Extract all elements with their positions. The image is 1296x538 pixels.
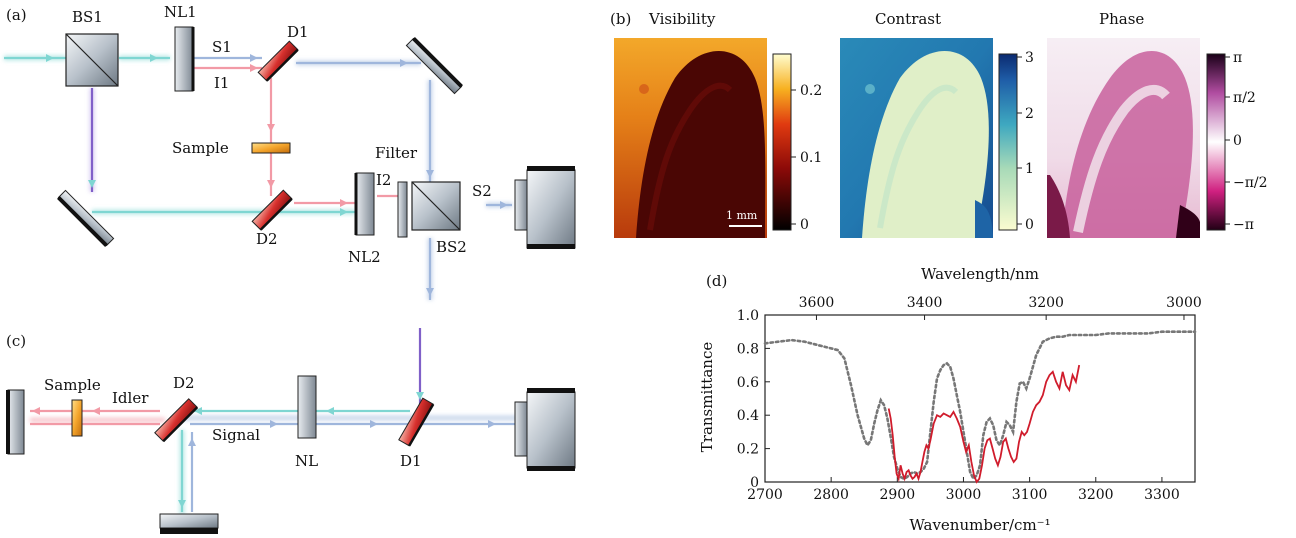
idler-label-c: Idler <box>112 389 149 407</box>
plot-frame <box>764 314 1196 483</box>
x-tick-label: 2700 <box>747 487 783 503</box>
bs1-label: BS1 <box>72 8 103 26</box>
pha-tick-1: π/2 <box>1233 90 1256 106</box>
sample-label-c: Sample <box>44 376 101 394</box>
y-tick-label: 0.6 <box>737 375 759 391</box>
nl-label-c: NL <box>295 452 318 470</box>
pha-tick-3: −π/2 <box>1233 175 1268 191</box>
con-tick-3: 0 <box>1025 217 1034 233</box>
panel-a: (a) <box>4 3 576 300</box>
dichroic-d2-c <box>154 398 199 443</box>
y-tick-label: 0 <box>750 475 759 491</box>
sample-label-a: Sample <box>172 139 229 157</box>
d2-label-a: D2 <box>256 230 278 248</box>
crystal-nl-c <box>297 375 317 439</box>
con-tick-2: 1 <box>1025 161 1034 177</box>
dichroic-d1-c <box>398 397 435 447</box>
panel-b: (b) Visibility 1 mm 0.2 0.1 0 Contrast <box>610 10 1268 238</box>
panel-d-label: (d) <box>706 272 727 290</box>
dichroic-d1 <box>257 40 299 82</box>
mirror-top-right <box>405 37 463 95</box>
nl2-label: NL2 <box>348 248 381 266</box>
y-tick-label: 0.4 <box>737 408 759 424</box>
crystal-nl2 <box>354 172 375 236</box>
d2-label-c: D2 <box>173 374 195 392</box>
pha-tick-2: 0 <box>1233 133 1242 149</box>
mirror-left-c <box>6 389 25 455</box>
d1-label-a: D1 <box>287 23 309 41</box>
dichroic-d2-a <box>251 189 293 231</box>
nl1-label: NL1 <box>164 3 197 21</box>
contrast-map <box>840 38 993 238</box>
x2-tick-label: 3600 <box>799 295 835 311</box>
x2-tick-label: 3200 <box>1028 295 1064 311</box>
chart-ticks: 2700 2800 2900 3000 3100 3200 3300 0 0.2 0.4 0.6 0.… <box>737 295 1202 503</box>
scalebar-label: 1 mm <box>726 209 758 222</box>
visibility-colorbar: 0.2 0.1 0 <box>772 53 822 233</box>
mirror-bottom-c <box>159 513 219 534</box>
x-tick-label: 3000 <box>946 487 982 503</box>
visibility-map: 1 mm <box>614 38 767 238</box>
panel-c-label: (c) <box>6 332 26 350</box>
contrast-colorbar: 3 2 1 0 <box>998 50 1034 233</box>
beams-a <box>4 54 512 300</box>
x2-tick-label: 3400 <box>907 295 943 311</box>
y-axis-title: Transmittance <box>698 342 716 453</box>
phase-title: Phase <box>1099 10 1144 28</box>
panel-b-label: (b) <box>610 10 631 28</box>
y-tick-label: 0.8 <box>737 341 759 357</box>
beams-c <box>30 328 520 515</box>
series-line-solid <box>887 364 1081 484</box>
x2-tick-label: 3000 <box>1166 295 1202 311</box>
signal-label-c: Signal <box>212 426 260 444</box>
pha-tick-0: π <box>1233 50 1242 66</box>
x-tick-label: 3100 <box>1012 487 1048 503</box>
panel-a-label: (a) <box>6 6 27 24</box>
x-tick-label: 2800 <box>813 487 849 503</box>
vis-tick-2: 0 <box>800 217 809 233</box>
visibility-title: Visibility <box>648 10 716 28</box>
panel-d: (d) Wavelength/nm Wavenumber/cm⁻¹ Transm… <box>698 265 1202 534</box>
vis-tick-0: 0.2 <box>800 83 822 99</box>
filter-label: Filter <box>375 144 418 162</box>
series-line-dotted <box>763 330 1197 481</box>
y-tick-label: 1.0 <box>737 308 759 324</box>
sample-c <box>71 399 83 437</box>
phase-colorbar: π π/2 0 −π/2 −π <box>1206 50 1268 233</box>
bs2-label: BS2 <box>436 238 467 256</box>
x-tick-label: 3200 <box>1078 487 1114 503</box>
d1-label-c: D1 <box>400 452 422 470</box>
i2-label: I2 <box>376 171 391 189</box>
camera-detector-c <box>514 388 576 471</box>
contrast-title: Contrast <box>875 10 941 28</box>
i1-label: I1 <box>214 74 229 92</box>
mirror-bottom-left <box>57 189 115 247</box>
x-tick-label: 2900 <box>879 487 915 503</box>
sample-a <box>251 142 291 154</box>
filter <box>397 181 408 238</box>
x-axis-title: Wavenumber/cm⁻¹ <box>909 516 1050 534</box>
s1-label: S1 <box>212 38 232 56</box>
vis-tick-1: 0.1 <box>800 150 822 166</box>
chart-series <box>763 330 1197 484</box>
beamsplitter-bs1 <box>65 33 119 87</box>
x-tick-label: 3300 <box>1144 487 1180 503</box>
y-tick-label: 0.2 <box>737 442 759 458</box>
x2-axis-title: Wavelength/nm <box>921 265 1039 283</box>
con-tick-0: 3 <box>1025 50 1034 66</box>
camera-detector-a <box>514 166 576 249</box>
beamsplitter-bs2 <box>411 181 461 231</box>
panel-c: (c) <box>6 328 576 534</box>
pha-tick-4: −π <box>1233 217 1254 233</box>
s2-label: S2 <box>472 182 492 200</box>
phase-map <box>1047 38 1200 238</box>
crystal-nl1 <box>174 26 195 92</box>
con-tick-1: 2 <box>1025 106 1034 122</box>
